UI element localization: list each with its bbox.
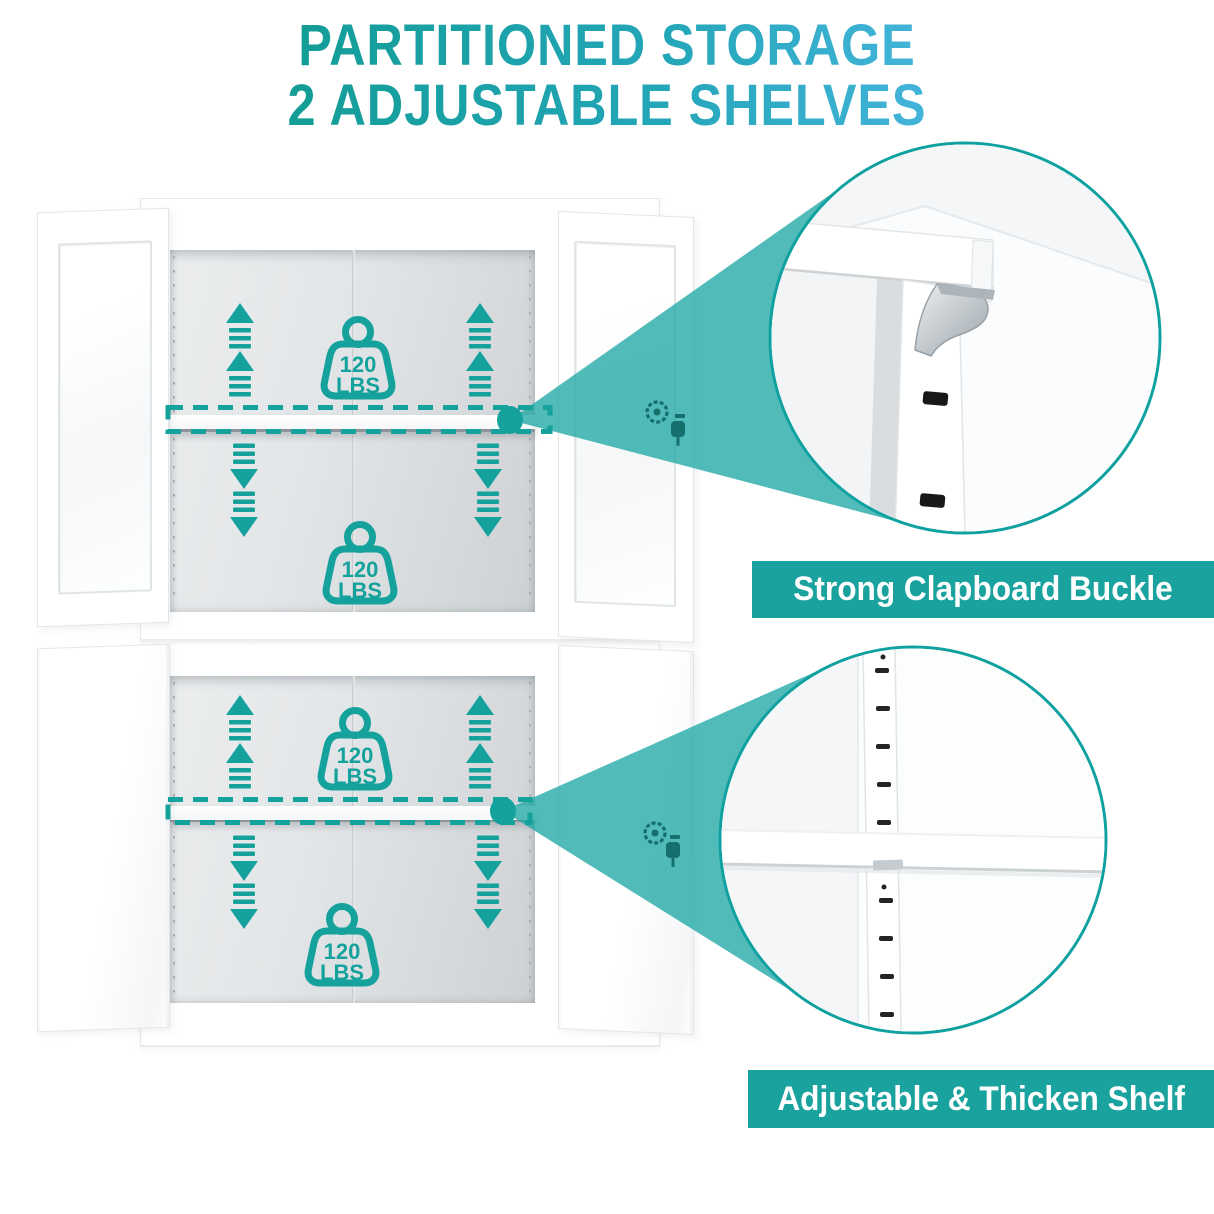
adjustment-slot bbox=[919, 493, 946, 508]
zoom-anchor-dot-bottom bbox=[490, 797, 516, 825]
callout-banner-buckle-label: Strong Clapboard Buckle bbox=[793, 570, 1173, 608]
arrow-down-icon bbox=[230, 443, 258, 489]
shelf-position-dashed-outline-top bbox=[165, 405, 553, 434]
shelf-position-dashed-outline-bottom bbox=[165, 797, 533, 825]
weight-unit: LBS bbox=[336, 373, 380, 398]
arrow-down-icon bbox=[230, 835, 258, 881]
cabinet-middle-seam bbox=[140, 639, 658, 646]
weight-capacity-badge: 120 LBS bbox=[308, 907, 376, 986]
callout-banner-shelf: Adjustable & Thicken Shelf bbox=[748, 1070, 1214, 1128]
arrow-up-icon bbox=[466, 695, 494, 741]
arrow-down-icon bbox=[474, 491, 502, 537]
adjustment-slot-column bbox=[875, 654, 894, 1017]
weight-value: 120 bbox=[337, 743, 374, 768]
back-panel-seam bbox=[351, 676, 355, 1003]
arrow-down-icon bbox=[230, 491, 258, 537]
adjustment-holes-right bbox=[529, 682, 531, 997]
arrow-up-icon bbox=[466, 351, 494, 397]
weight-unit: LBS bbox=[333, 764, 377, 789]
weight-capacity-badge: 120 LBS bbox=[324, 320, 392, 399]
arrow-up-icon bbox=[226, 743, 254, 789]
zoom-callout-buckle-circle bbox=[768, 141, 1162, 535]
arrow-down-icon bbox=[230, 883, 258, 929]
weight-capacity-badge: 120 LBS bbox=[321, 711, 389, 790]
arrow-up-icon bbox=[226, 351, 254, 397]
zoom-anchor-dot-top bbox=[497, 406, 523, 434]
zoom-callout-shelf-circle bbox=[718, 645, 1108, 1035]
arrow-down-icon bbox=[474, 835, 502, 881]
weight-value: 120 bbox=[324, 939, 361, 964]
arrow-up-icon bbox=[466, 743, 494, 789]
callout-banner-buckle: Strong Clapboard Buckle bbox=[752, 561, 1214, 618]
adjustment-holes-left bbox=[173, 682, 175, 997]
weight-value: 120 bbox=[340, 352, 377, 377]
weight-unit: LBS bbox=[320, 960, 364, 985]
thicken-shelf bbox=[721, 830, 1105, 872]
arrow-down-icon bbox=[474, 443, 502, 489]
arrow-up-icon bbox=[226, 695, 254, 741]
arrow-up-icon bbox=[226, 303, 254, 349]
weight-value: 120 bbox=[342, 557, 379, 582]
adjustment-slot bbox=[922, 391, 949, 406]
weight-capacity-badge: 120 LBS bbox=[326, 525, 394, 604]
weight-unit: LBS bbox=[338, 578, 382, 603]
arrow-down-icon bbox=[474, 883, 502, 929]
arrow-up-icon bbox=[466, 303, 494, 349]
callout-banner-shelf-label: Adjustable & Thicken Shelf bbox=[777, 1079, 1185, 1118]
